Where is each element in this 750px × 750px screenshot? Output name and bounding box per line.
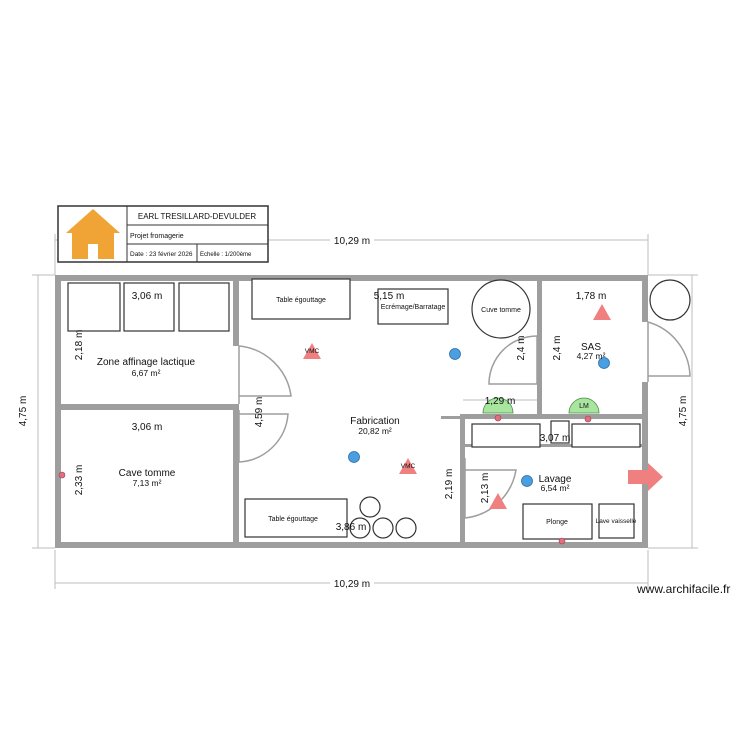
dim-corridor-height: 2,4 m (516, 335, 527, 360)
house-logo-icon (66, 209, 120, 259)
room-fabrication-name: Fabrication (350, 416, 399, 427)
dim-corridor-lower: 2,19 m (444, 469, 455, 500)
water-point-icon (598, 357, 610, 369)
cheese-mold (395, 517, 417, 539)
vmc-label-2: VMC (401, 463, 416, 470)
dim-affinage-width: 3,06 m (132, 291, 163, 302)
exit-arrow-icon (628, 463, 663, 491)
title-block: EARL TRESILLARD-DEVULDER Projet fromager… (57, 205, 269, 263)
ecremage-barratage (377, 288, 449, 325)
lavage-counter-right (571, 423, 641, 448)
cheese-mold (359, 496, 381, 518)
cheese-mold (372, 517, 394, 539)
socket-icon (58, 471, 66, 479)
door-cave (238, 410, 289, 463)
label-table-top: Table égouttage (276, 297, 326, 304)
vmc-icon (399, 458, 417, 474)
dim-overall-top: 10,29 m (334, 236, 370, 247)
label-ecremage: Ecrémage/Barratage (381, 304, 446, 311)
dim-cave-width: 3,06 m (132, 422, 163, 433)
socket-icon (558, 537, 566, 545)
dim-corridor-width: 1,29 m (485, 396, 516, 407)
plan-scale: Echelle : 1/200ème (200, 252, 252, 258)
door-sas-exterior (647, 321, 691, 382)
dim-overall-bottom: 10,29 m (334, 579, 370, 590)
room-sas-name: SAS (581, 342, 601, 353)
lm-symbol-icon (568, 397, 600, 414)
room-lavage-name: Lavage (539, 474, 572, 485)
room-affinage-name: Zone affinage lactique (97, 357, 196, 368)
vmc-label-1: VMC (305, 348, 320, 355)
lavage-counter-left (471, 423, 541, 448)
dim-cave-height: 2,33 m (74, 465, 85, 496)
door-affinage (238, 345, 292, 404)
socket-icon (584, 415, 592, 423)
label-plonge: Plonge (546, 519, 568, 526)
room-sas-area: 4,27 m² (577, 351, 606, 361)
door-lavage (464, 458, 517, 519)
warning-triangle-icon (593, 304, 611, 320)
lave-vaisselle (598, 503, 635, 539)
dim-overall-left: 4,75 m (18, 396, 29, 427)
dim-fabrication-bottom: 3,86 m (336, 522, 367, 533)
walls (55, 275, 648, 548)
exterior-tank (649, 279, 691, 321)
room-lavage-area: 6,54 m² (541, 483, 570, 493)
plonge (522, 503, 593, 540)
company-name: EARL TRESILLARD-DEVULDER (138, 212, 256, 221)
watermark: www.archifacile.fr (637, 582, 731, 596)
room-cave-name: Cave tomme (119, 468, 176, 479)
socket-icon (494, 414, 502, 422)
label-table-bottom: Table égouttage (268, 516, 318, 523)
label-cuve: Cuve tomme (481, 307, 521, 314)
cheese-mold (349, 517, 371, 539)
dim-lavage-height: 2,13 m (480, 473, 491, 504)
warning-triangle-icon (489, 493, 507, 509)
project-name: Projet fromagerie (130, 233, 184, 240)
table-egouttage-top (251, 278, 351, 320)
room-affinage-area: 6,67 m² (132, 368, 161, 378)
table-egouttage-bottom (244, 498, 348, 538)
room-cave-area: 7,13 m² (133, 478, 162, 488)
room-fabrication-area: 20,82 m² (358, 426, 392, 436)
dim-fabrication-height: 4,59 m (254, 397, 265, 428)
water-point-icon (521, 475, 533, 487)
vmc-icon (303, 343, 321, 359)
affinage-shelves (67, 282, 230, 332)
door-corridor (488, 335, 538, 385)
lm-label: LM (579, 403, 589, 410)
lavage-sink-post (550, 420, 570, 444)
door-frame (441, 416, 463, 419)
dim-sas-height: 2,4 m (552, 335, 563, 360)
lm-symbol-icon (482, 397, 514, 414)
water-point-icon (348, 451, 360, 463)
dim-affinage-height: 2,18 m (74, 330, 85, 361)
dim-sas-width: 1,78 m (576, 291, 607, 302)
dim-fabrication-top: 5,15 m (374, 291, 405, 302)
cuve-tomme (471, 279, 531, 339)
label-lave-vaisselle: Lave vaisselle (596, 518, 637, 525)
plan-date: Date : 23 février 2026 (130, 251, 193, 258)
dim-overall-right: 4,75 m (678, 396, 689, 427)
dim-lavage-width: 3,07 m (540, 433, 571, 444)
water-point-icon (449, 348, 461, 360)
doors (238, 321, 691, 519)
